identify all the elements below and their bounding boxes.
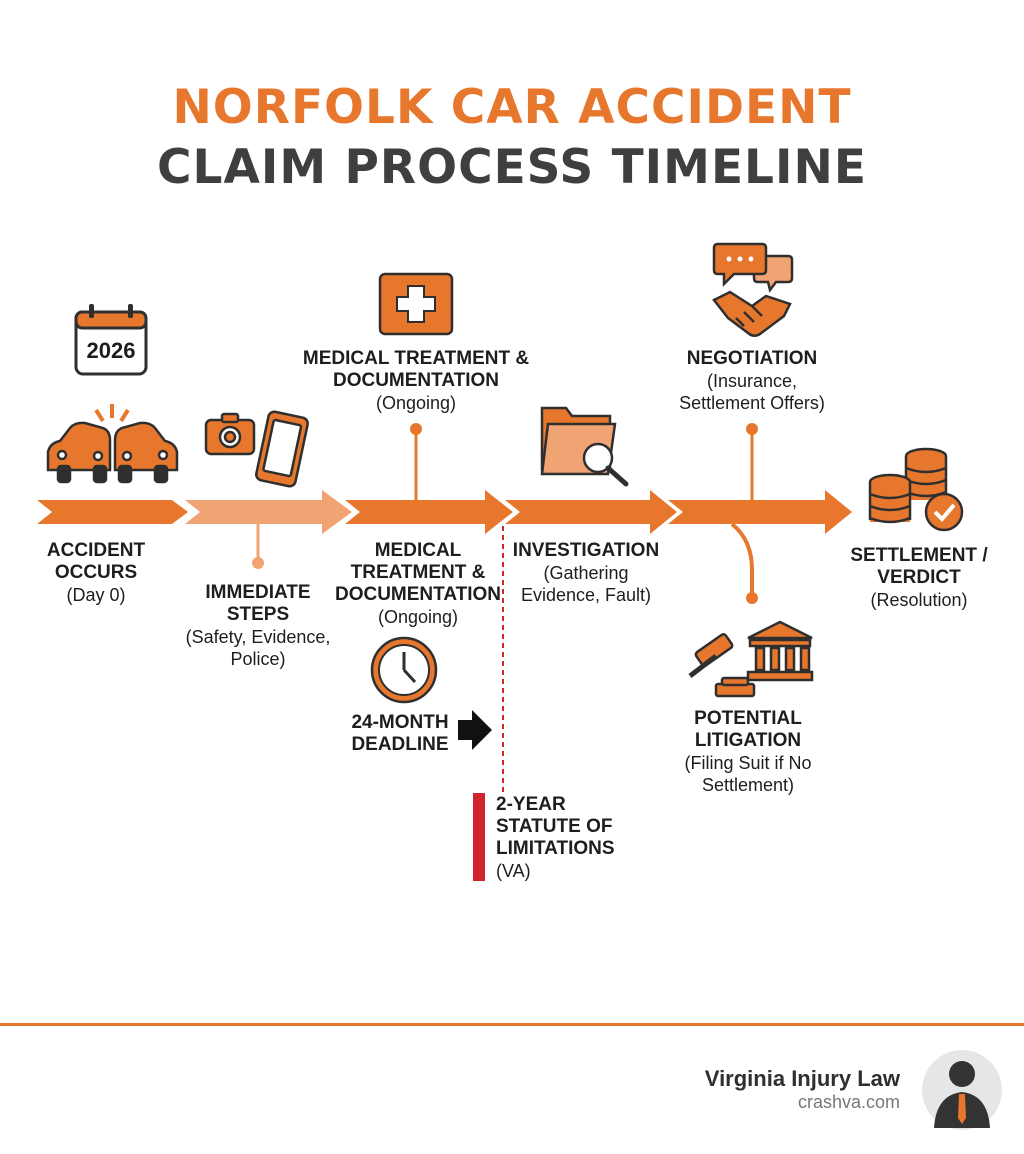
deadline-arrow-icon xyxy=(458,710,492,750)
step-immediate-label: IMMEDIATE STEPS (Safety, Evidence, Polic… xyxy=(178,582,338,670)
step-settlement-label: SETTLEMENT / VERDICT (Resolution) xyxy=(844,545,994,611)
statute-line-3: LIMITATIONS xyxy=(496,838,615,859)
medical-bottom-title-3: DOCUMENTATION xyxy=(334,584,502,605)
connector-immediate xyxy=(252,524,264,569)
title-line-2: CLAIM PROCESS TIMELINE xyxy=(157,140,867,195)
deadline-line-2: DEADLINE xyxy=(351,734,449,755)
connector-litigation xyxy=(730,522,758,604)
negotiation-title-1: NEGOTIATION xyxy=(686,348,818,369)
deadline-label: 24-MONTH DEADLINE xyxy=(340,712,460,756)
immediate-sub-1: (Safety, Evidence, xyxy=(185,627,331,647)
accident-title-1: ACCIDENT xyxy=(46,540,146,561)
medical-cross-icon xyxy=(378,272,454,336)
lawyer-avatar-icon xyxy=(922,1050,1002,1130)
negotiation-sub-1: (Insurance, xyxy=(706,371,798,391)
step-litigation-label: POTENTIAL LITIGATION (Filing Suit if No … xyxy=(668,708,828,796)
settlement-title-2: VERDICT xyxy=(877,567,961,588)
medical-bottom-sub: (Ongoing) xyxy=(377,607,459,627)
car-crash-icon xyxy=(46,404,179,484)
timeline-arrow-5 xyxy=(668,490,852,534)
chat-bubbles-icon xyxy=(712,242,794,293)
immediate-title-2: STEPS xyxy=(226,604,290,625)
immediate-sub-2: Police) xyxy=(230,649,286,669)
investigation-sub-1: (Gathering xyxy=(543,563,629,583)
title-line-1: NORFOLK CAR ACCIDENT xyxy=(172,80,852,135)
coins-check-icon xyxy=(868,447,964,532)
settlement-sub: (Resolution) xyxy=(870,590,968,610)
courthouse-icon xyxy=(746,620,814,682)
step-accident-label: ACCIDENT OCCURS (Day 0) xyxy=(40,540,152,606)
investigation-title-1: INVESTIGATION xyxy=(512,540,660,561)
medical-bottom-title-2: TREATMENT & xyxy=(350,562,486,583)
medical-bottom-title-1: MEDICAL xyxy=(374,540,462,561)
settlement-title-1: SETTLEMENT / xyxy=(850,545,988,566)
timeline-arrow-4 xyxy=(505,490,677,534)
folder-search-icon xyxy=(540,406,629,487)
accident-title-2: OCCURS xyxy=(54,562,138,583)
timeline-arrow-3 xyxy=(345,490,513,534)
litigation-sub-2: Settlement) xyxy=(701,775,795,795)
statute-sub: (VA) xyxy=(496,861,531,881)
camera-icon xyxy=(204,412,256,456)
step-negotiation-label: NEGOTIATION (Insurance, Settlement Offer… xyxy=(664,348,840,414)
connector-medical xyxy=(410,423,422,500)
footer-divider xyxy=(0,1023,1024,1026)
medical-top-title-1: MEDICAL TREATMENT & xyxy=(302,348,530,369)
calendar-year: 2026 xyxy=(86,338,136,363)
phone-icon xyxy=(255,410,309,488)
footer-url: crashva.com xyxy=(797,1092,900,1112)
statute-red-bar xyxy=(473,793,485,881)
step-medical-top-label: MEDICAL TREATMENT & DOCUMENTATION (Ongoi… xyxy=(296,348,536,414)
litigation-title-2: LITIGATION xyxy=(694,730,802,751)
gavel-icon xyxy=(688,633,756,698)
immediate-title-1: IMMEDIATE xyxy=(205,582,311,603)
footer-brand: Virginia Injury Law xyxy=(704,1066,900,1091)
connector-negotiation xyxy=(746,423,758,500)
litigation-sub-1: (Filing Suit if No xyxy=(684,753,812,773)
statute-line-2: STATUTE OF xyxy=(496,816,613,837)
timeline-arrow-1 xyxy=(37,500,188,524)
statute-line-1: 2-YEAR xyxy=(496,794,566,815)
step-investigation-label: INVESTIGATION (Gathering Evidence, Fault… xyxy=(506,540,666,606)
medical-top-title-2: DOCUMENTATION xyxy=(332,370,500,391)
medical-top-sub: (Ongoing) xyxy=(375,393,457,413)
accident-sub: (Day 0) xyxy=(66,585,126,605)
step-medical-bottom-label: MEDICAL TREATMENT & DOCUMENTATION (Ongoi… xyxy=(330,540,506,628)
negotiation-sub-2: Settlement Offers) xyxy=(679,393,825,413)
litigation-title-1: POTENTIAL xyxy=(694,708,802,729)
clock-icon xyxy=(370,636,438,704)
timeline-arrow-2 xyxy=(185,490,352,534)
statute-label: 2-YEAR STATUTE OF LIMITATIONS (VA) xyxy=(496,794,636,882)
handshake-icon xyxy=(712,290,792,337)
calendar-icon xyxy=(74,304,148,376)
deadline-line-1: 24-MONTH xyxy=(351,712,449,733)
investigation-sub-2: Evidence, Fault) xyxy=(520,585,652,605)
